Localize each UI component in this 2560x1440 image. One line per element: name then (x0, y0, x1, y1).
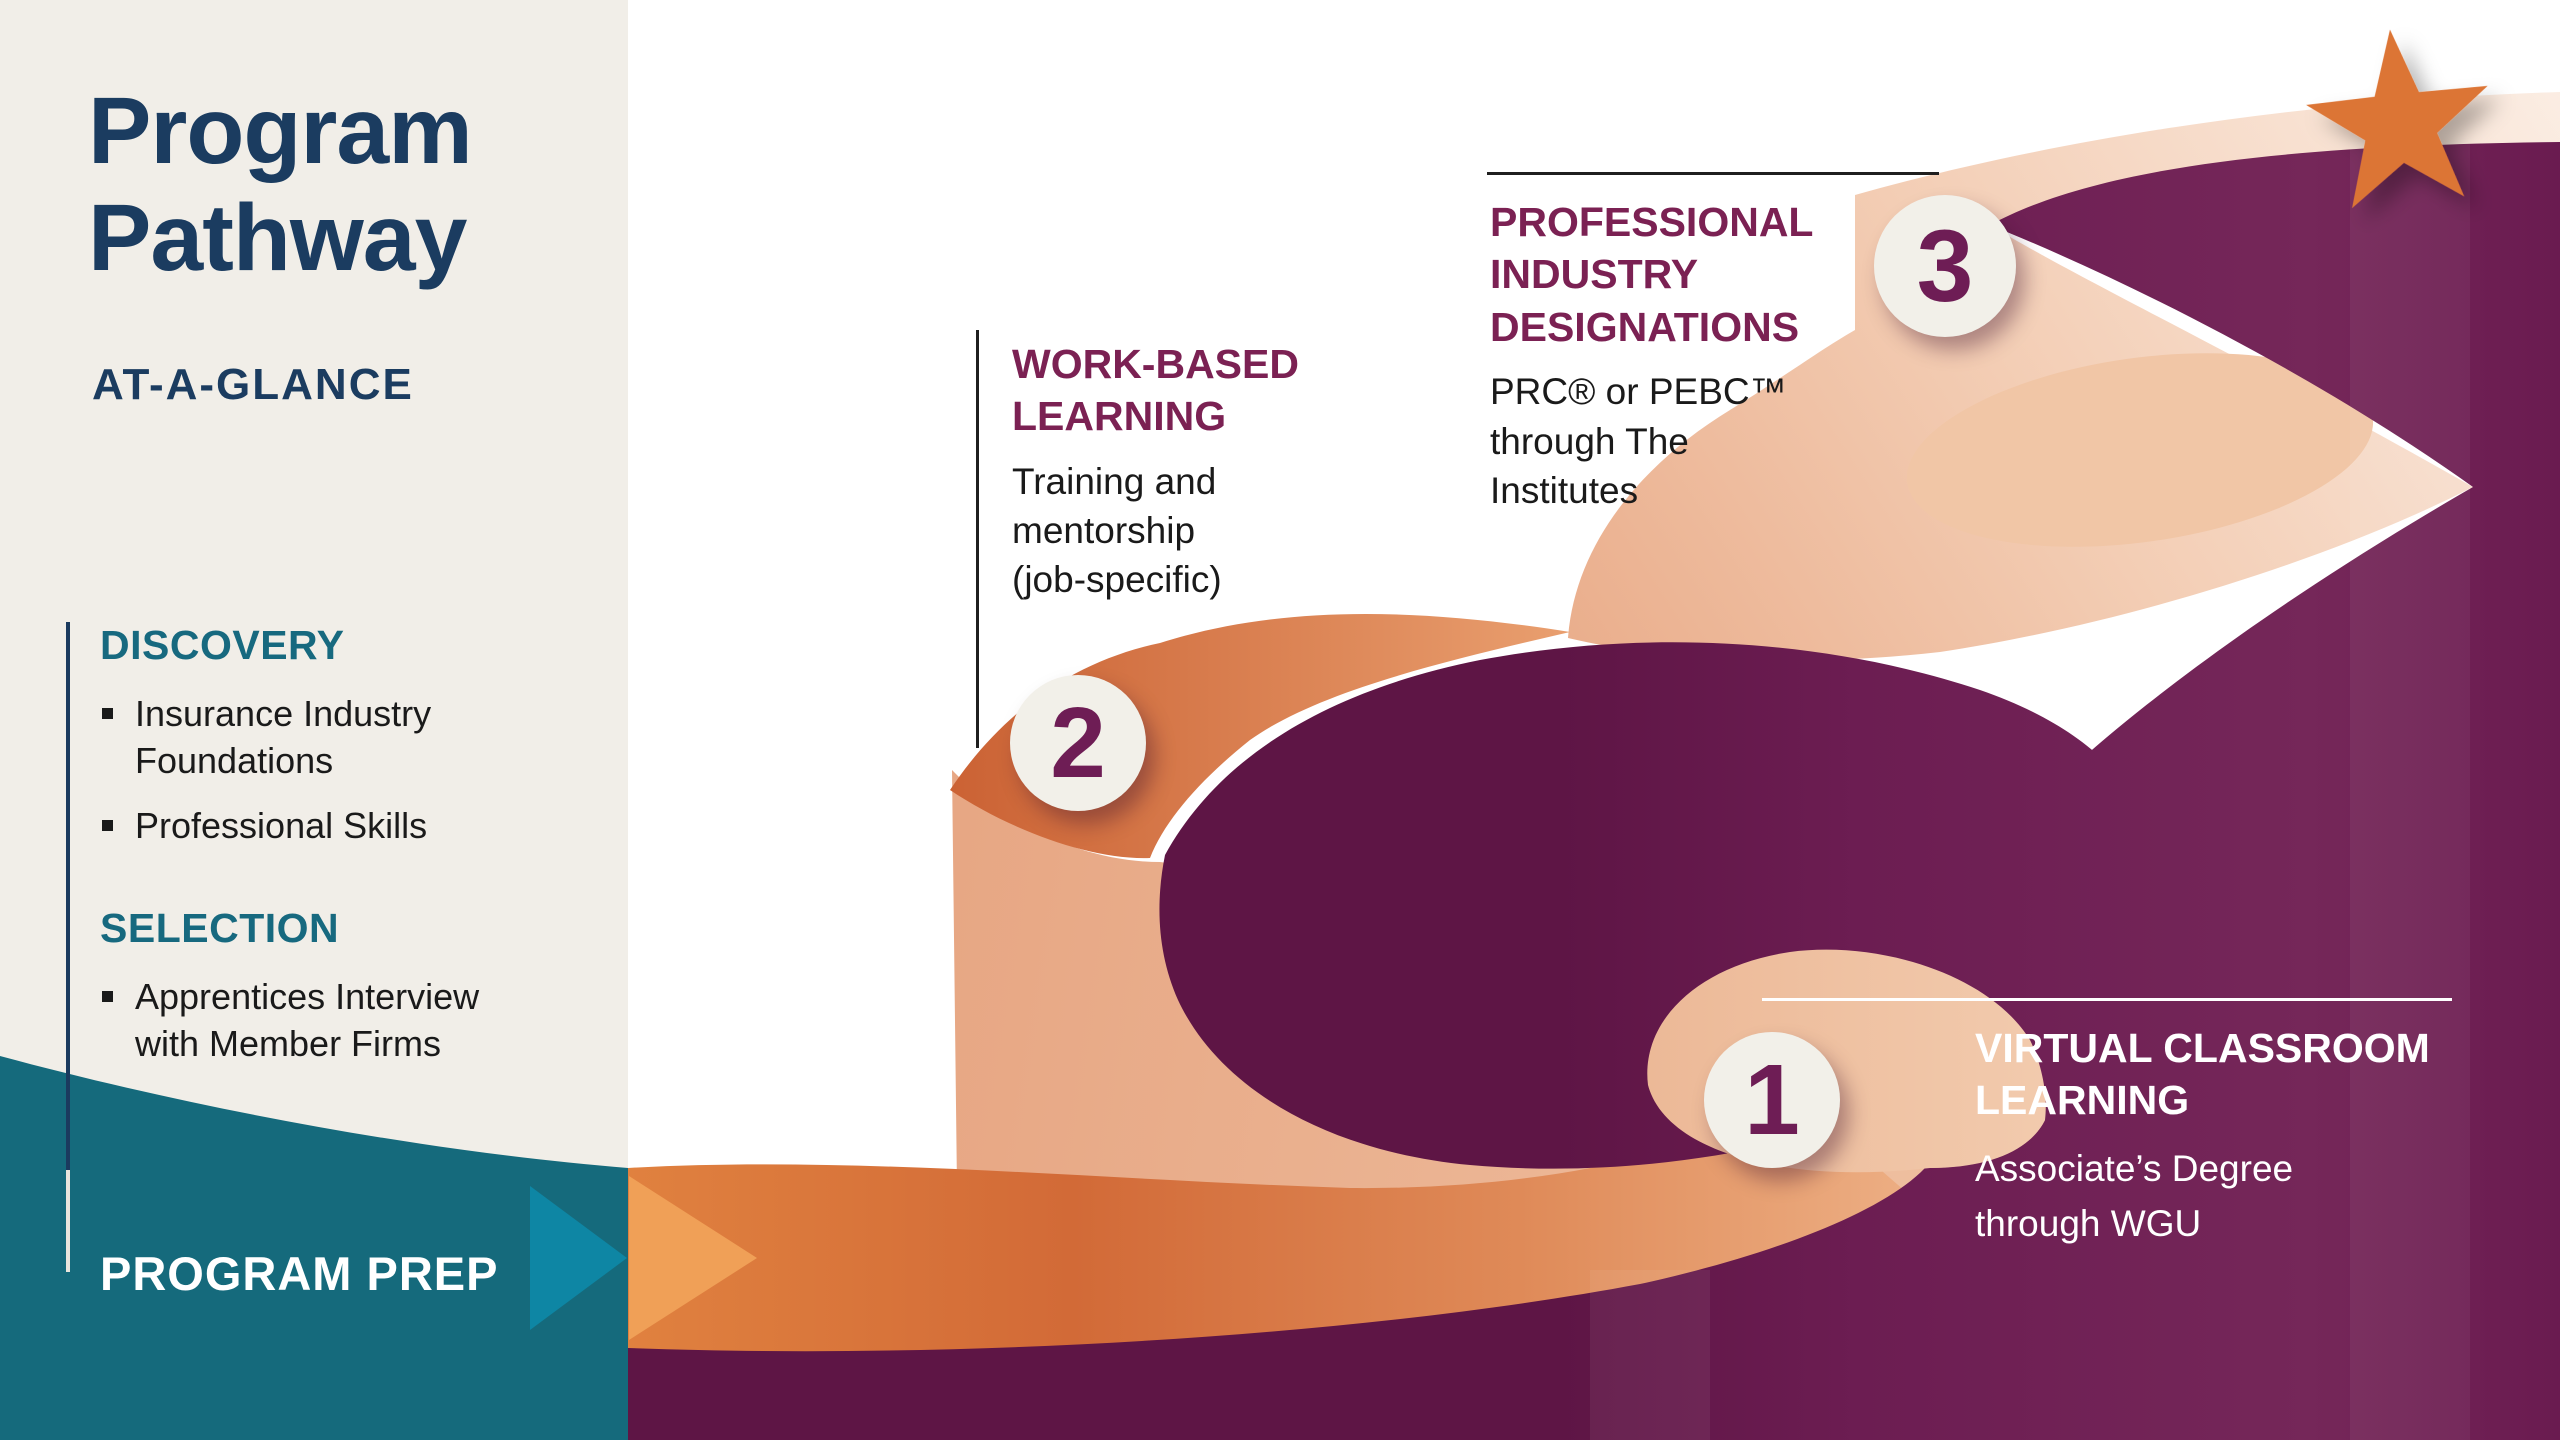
section-heading: SELECTION (100, 905, 340, 951)
step2-desc: (job-specific) (1012, 559, 1222, 601)
page-title: Program Pathway (88, 78, 473, 293)
ribbon-beak-shading (1906, 353, 2374, 547)
teal-wave (0, 1056, 628, 1440)
step1-desc: Associate’s Degree (1975, 1147, 2294, 1189)
step2-rule (976, 330, 979, 748)
forward-arrow-teal (530, 1186, 627, 1330)
square-bullet-icon (102, 819, 113, 831)
forward-arrow-orange (629, 1176, 757, 1340)
step3-annotation: PROFESSIONAL INDUSTRY DESIGNATIONS PRC® … (1490, 196, 1813, 515)
milestone-star-icon (2306, 29, 2488, 209)
step1-rule (1762, 998, 2452, 1001)
step2-annotation: WORK-BASED LEARNING Training and mentors… (1012, 338, 1299, 605)
step3-desc: PRC® or PEBC™ (1490, 371, 1787, 413)
milestone-circle-3: 3 (1874, 195, 2016, 337)
step1-desc: through WGU (1975, 1203, 2202, 1245)
section-heading: DISCOVERY (100, 622, 345, 668)
step3-heading: PROFESSIONAL (1490, 199, 1814, 245)
section-list: Apprentices Interview with Member Firms (100, 974, 540, 1068)
section-selection: SELECTION Apprentices Interview with Mem… (100, 905, 540, 1086)
title-line: Program (88, 78, 473, 184)
list-item: Professional Skills (100, 803, 540, 850)
milestone-circle-1: 1 (1704, 1032, 1840, 1168)
milestone-number: 2 (1050, 686, 1106, 799)
step1-annotation: VIRTUAL CLASSROOM LEARNING Associate’s D… (1975, 1022, 2430, 1252)
step3-desc: Institutes (1490, 469, 1639, 511)
square-bullet-icon (102, 708, 113, 719)
step2-heading: WORK-BASED (1012, 341, 1299, 387)
step3-desc: through The (1490, 420, 1689, 462)
step1-heading: LEARNING (1975, 1077, 2190, 1124)
purple-sheen (1590, 1270, 1710, 1440)
list-item: Insurance Industry Foundations (100, 691, 540, 785)
milestone-number: 1 (1744, 1043, 1800, 1156)
purple-sheen (2350, 142, 2470, 1440)
page-subtitle: AT-A-GLANCE (92, 360, 414, 409)
step3-heading: DESIGNATIONS (1490, 303, 1800, 350)
milestone-number: 3 (1916, 208, 1974, 323)
sidebar-rule-light (66, 1170, 70, 1272)
step2-heading: LEARNING (1012, 393, 1227, 440)
program-prep-label: PROGRAM PREP (100, 1247, 499, 1300)
list-item: Apprentices Interview with Member Firms (100, 974, 540, 1068)
section-list: Insurance Industry Foundations Professio… (100, 691, 540, 849)
step2-desc: Training and (1012, 460, 1217, 502)
step2-desc: mentorship (1012, 510, 1196, 552)
square-bullet-icon (102, 991, 113, 1002)
section-discovery: DISCOVERY Insurance Industry Foundations… (100, 622, 540, 867)
step3-rule (1487, 172, 1939, 175)
milestone-circle-2: 2 (1010, 675, 1146, 811)
step3-heading: INDUSTRY (1490, 251, 1699, 298)
step1-heading: VIRTUAL CLASSROOM (1975, 1025, 2430, 1071)
sidebar-rule (66, 622, 70, 1170)
ribbon-purple-body (628, 142, 2560, 1440)
title-line: Pathway (88, 185, 467, 292)
